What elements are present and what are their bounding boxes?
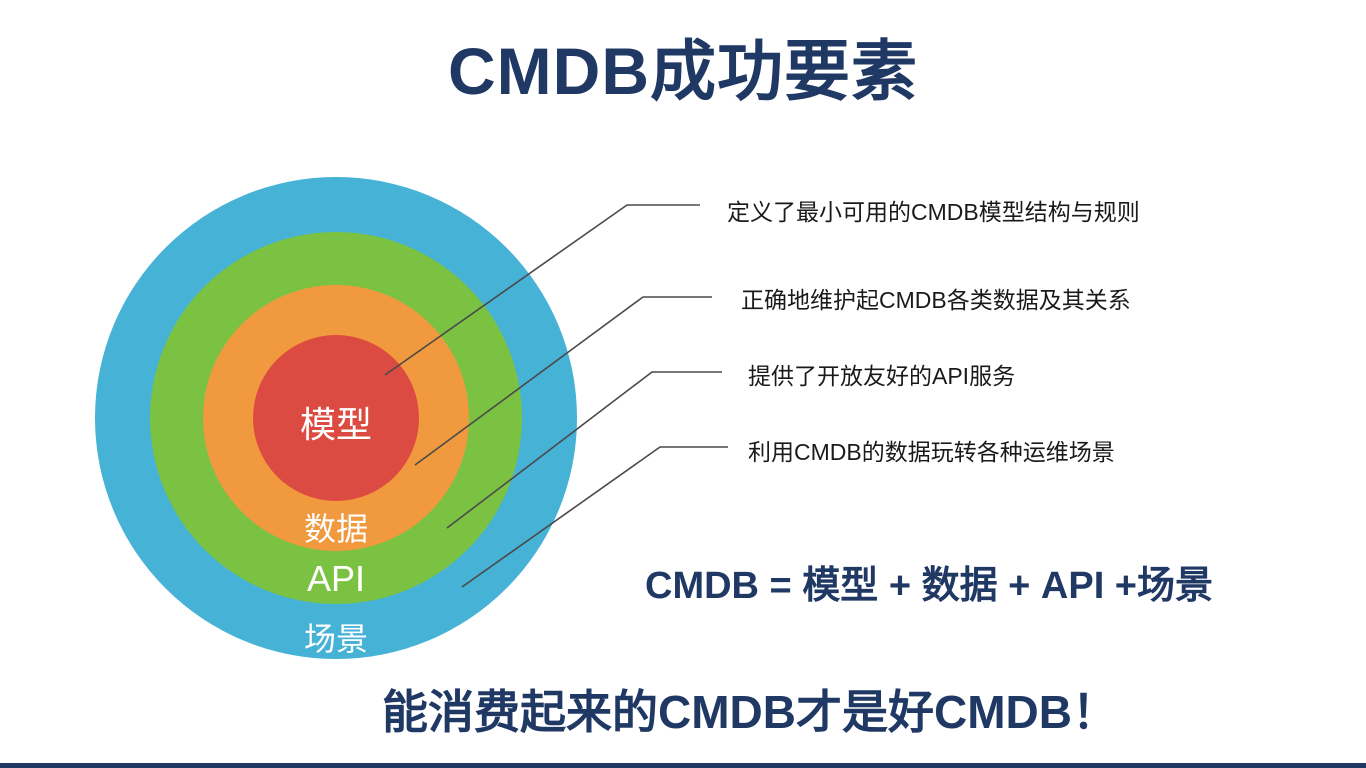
bottom-accent-bar — [0, 763, 1366, 768]
ring-label-model: 模型 — [299, 404, 373, 445]
annotation-data: 正确地维护起CMDB各类数据及其关系 — [741, 287, 1131, 313]
ring-label-api: API — [306, 558, 366, 599]
slide-title: CMDB成功要素 — [448, 34, 918, 108]
equation-text: CMDB = 模型 + 数据 + API +场景 — [645, 565, 1213, 607]
ring-label-scene: 场景 — [303, 621, 369, 657]
footer-headline: 能消费起来的CMDB才是好CMDB！ — [382, 686, 1118, 738]
annotation-scene: 利用CMDB的数据玩转各种运维场景 — [748, 439, 1115, 465]
annotation-model: 定义了最小可用的CMDB模型结构与规则 — [727, 199, 1140, 225]
annotation-api: 提供了开放友好的API服务 — [748, 363, 1016, 389]
ring-label-data: 数据 — [303, 511, 369, 547]
